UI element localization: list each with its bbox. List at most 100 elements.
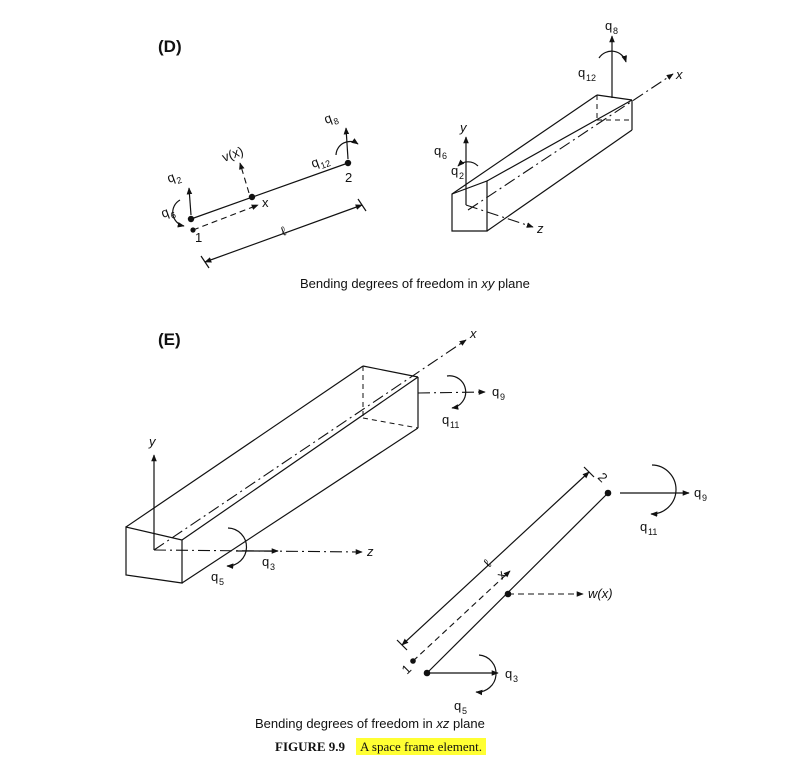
svg-text:q: q [451,163,458,178]
svg-text:q: q [262,554,269,569]
svg-text:8: 8 [332,116,340,127]
local-x-axis-e [412,570,511,662]
svg-text:q: q [694,485,701,500]
node-2-label: 2 [345,170,352,185]
svg-text:12: 12 [319,158,332,171]
x-axis-3d-e [153,339,467,551]
svg-text:6: 6 [169,210,177,221]
figure-title: A space frame element. [360,739,482,754]
q8-label-d: q8 [322,110,340,127]
svg-text:2: 2 [175,175,183,186]
svg-text:q: q [505,666,512,681]
length-label: ℓ [279,223,289,239]
vx-label: v(x) [220,143,245,165]
q2-label-d: q2 [165,169,183,186]
svg-text:11: 11 [648,527,657,537]
svg-text:q: q [309,154,321,171]
node-2-dot-e [604,489,612,497]
q11-moment-3d [446,375,467,410]
node-1-label-e: 1 [399,661,415,677]
svg-text:2: 2 [459,171,464,181]
q5-moment-e [475,654,497,696]
beam-line [190,162,349,220]
node-1-label: 1 [195,230,202,245]
xy-beam-diagram: x v(x) 1 2 ℓ q2 q6 q8 q12 [159,110,367,269]
svg-text:8: 8 [613,26,618,36]
q6-moment-d [172,199,185,228]
svg-text:12: 12 [586,73,596,83]
length-label-e: ℓ [481,556,495,570]
node-1-dot-e [423,669,431,677]
q9-arrow-3d [417,389,486,395]
svg-text:9: 9 [702,493,707,503]
q5-moment-3d [226,527,248,569]
node-2-dot [344,159,352,167]
svg-text:6: 6 [442,151,447,161]
caption-xz: Bending degrees of freedom in xz plane [255,716,485,731]
figure-number: FIGURE 9.9 [275,739,346,754]
svg-text:q: q [322,110,334,127]
q11-moment-e [650,464,677,517]
svg-text:q: q [640,519,647,534]
x-axis-label-d: x [675,67,683,82]
svg-text:q: q [492,384,499,399]
svg-text:5: 5 [219,577,224,587]
local-x-label: x [262,195,269,210]
q2-arrow-d [186,187,193,216]
q6-label-d: q6 [159,204,177,221]
figure-title-highlight [356,738,486,755]
svg-text:q: q [165,169,177,186]
wx-label: w(x) [588,586,613,601]
node-2-label-e: 2 [595,470,611,486]
z-axis-label-d: z [536,221,544,236]
q8-arrow-d [343,127,350,160]
svg-text:q: q [578,65,585,80]
z-axis-3d [465,204,534,228]
local-x-axis [192,204,259,231]
svg-text:q: q [454,698,461,713]
svg-text:q: q [159,204,171,221]
length-dimension-e [401,471,590,646]
svg-text:q: q [442,412,449,427]
mid-node-dot [248,193,256,201]
node-1-dot [187,215,195,223]
z-axis-label-e: z [366,544,374,559]
q12-label-d: q12 [309,154,332,171]
svg-text:11: 11 [450,420,459,430]
svg-text:9: 9 [500,392,505,402]
q6-moment-3d [457,159,479,167]
local-x-label-e: x [494,567,510,583]
svg-text:q: q [605,18,612,33]
v-displacement-arrow [239,162,250,194]
svg-text:3: 3 [513,674,518,684]
x-axis-label-e: x [469,326,477,341]
svg-text:3: 3 [270,562,275,572]
beam-line-e [426,492,609,674]
panel-label-d: (D) [158,37,182,56]
caption-xy: Bending degrees of freedom in xy plane [300,276,530,291]
q12-moment-d [335,138,359,156]
y-axis-label-d: y [459,120,468,135]
panel-label-e: (E) [158,330,181,349]
x-axis-3d [467,73,674,211]
svg-text:5: 5 [462,706,467,716]
y-axis-label-e: y [148,434,157,449]
length-dimension [204,204,363,263]
q12-moment-3d [598,50,627,63]
svg-text:q: q [211,569,218,584]
